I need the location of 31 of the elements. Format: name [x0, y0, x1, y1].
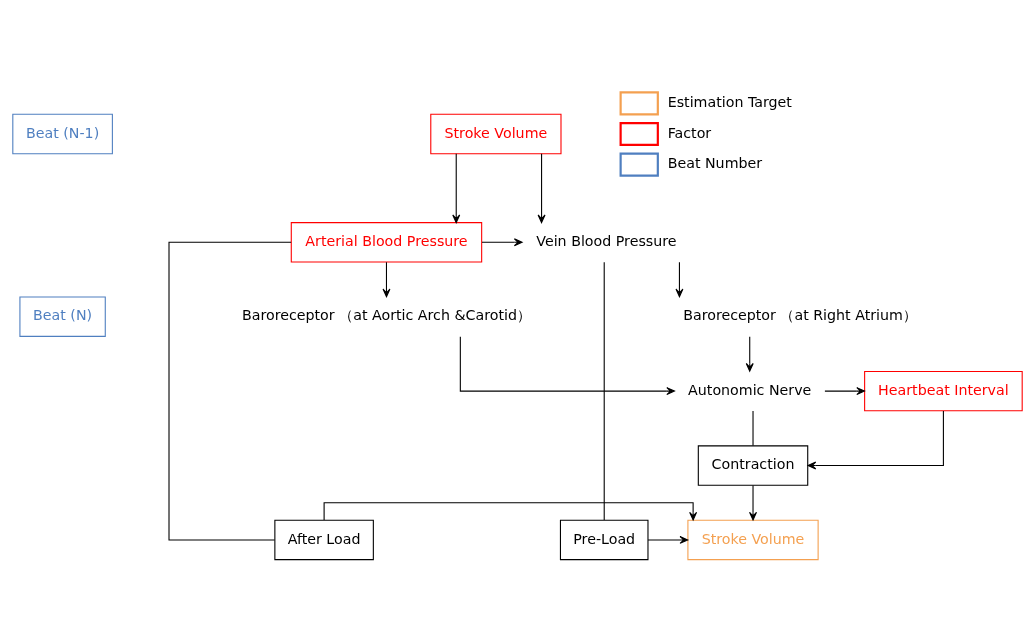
node-box: Pre-Load	[559, 519, 649, 560]
arrow	[749, 484, 757, 520]
arrow	[452, 152, 461, 223]
arrow	[807, 410, 944, 469]
node-box: Stroke Volume	[687, 519, 819, 560]
node-text: Baroreceptor （at Right Atrium）	[683, 306, 917, 323]
node-box: After Load	[274, 519, 374, 560]
node-box: Contraction	[697, 444, 809, 486]
node-box: Stroke Volume	[430, 113, 562, 154]
arrow	[459, 335, 675, 395]
node-box: Heartbeat Interval	[864, 370, 1023, 411]
arrow	[382, 261, 391, 297]
arrow	[481, 237, 523, 246]
node-box: Beat (N-1)	[12, 113, 113, 154]
arrow	[675, 261, 684, 297]
arrow	[537, 152, 546, 223]
connector	[752, 410, 754, 446]
node-box: Arterial Blood Pressure	[290, 221, 483, 263]
legend-label: Factor	[667, 124, 712, 141]
arrow	[745, 335, 754, 372]
arrow	[647, 535, 689, 544]
legend-label: Beat Number	[667, 154, 763, 171]
node-box: Beat (N)	[19, 295, 106, 337]
connector	[168, 241, 292, 540]
connector	[603, 261, 605, 521]
node-text: Baroreceptor （at Aortic Arch &Carotid）	[241, 306, 531, 323]
legend-label: Estimation Target	[667, 93, 792, 110]
arrow	[824, 386, 865, 395]
arrow	[323, 501, 698, 521]
node-text: Autonomic Nerve	[688, 381, 812, 398]
node-text: Vein Blood Pressure	[536, 232, 677, 249]
